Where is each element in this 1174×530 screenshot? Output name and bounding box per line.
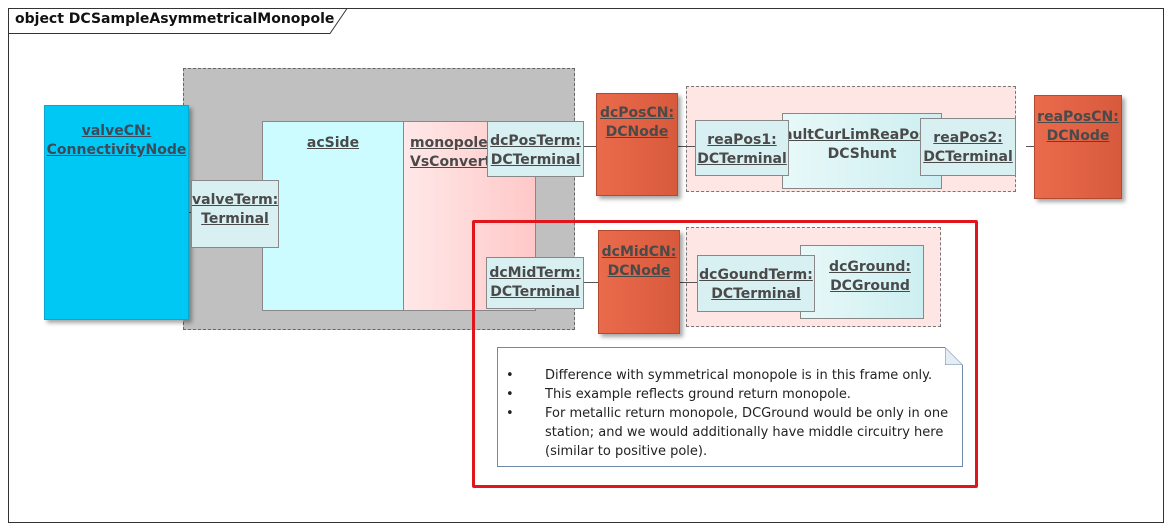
node-dcmidterm[interactable]: dcMidTerm: DCTerminal bbox=[486, 257, 584, 309]
node-valvecn-type: ConnectivityNode bbox=[46, 142, 187, 158]
node-dcposterm-type: DCTerminal bbox=[490, 152, 581, 168]
note-item: This example reflects ground return mono… bbox=[506, 385, 956, 404]
node-faultcurlimreapos-name: faultCurLimReaPos: bbox=[783, 127, 933, 143]
node-faultcurlimreapos[interactable]: faultCurLimReaPos: DCShunt bbox=[782, 113, 942, 189]
node-reapos2[interactable]: reaPos2: DCTerminal bbox=[920, 118, 1016, 176]
node-valveterm-name: valveTerm: bbox=[192, 192, 278, 208]
node-acside[interactable]: acSide bbox=[262, 121, 404, 311]
highlight-frame bbox=[472, 220, 978, 488]
node-dcposcn[interactable]: dcPosCN: DCNode bbox=[596, 93, 678, 196]
node-valveterm-type: Terminal bbox=[201, 211, 269, 227]
node-dcmidterm-name: dcMidTerm: bbox=[489, 265, 581, 281]
node-dcmidcn-type: DCNode bbox=[607, 263, 671, 279]
node-dcposterm[interactable]: dcPosTerm: DCTerminal bbox=[487, 121, 584, 177]
node-dcground-name: dcGround: bbox=[829, 259, 911, 275]
node-reapos1[interactable]: reaPos1: DCTerminal bbox=[695, 120, 789, 176]
node-dcposterm-name: dcPosTerm: bbox=[490, 133, 581, 149]
diagram-frame bbox=[8, 8, 1164, 523]
connector-dcposterm-dcposcn bbox=[584, 146, 598, 147]
node-dcgoundterm[interactable]: dcGoundTerm: DCTerminal bbox=[697, 255, 815, 312]
node-faultcurlimreapos-type: DCShunt bbox=[827, 146, 897, 162]
node-dcgoundterm-type: DCTerminal bbox=[711, 286, 801, 302]
node-acside-name: acSide bbox=[306, 135, 360, 151]
note-item: For metallic return monopole, DCGround w… bbox=[506, 404, 956, 461]
node-reapos1-type: DCTerminal bbox=[697, 151, 787, 167]
node-dcmidcn[interactable]: dcMidCN: DCNode bbox=[598, 230, 680, 334]
node-valvecn-name: valveCN: bbox=[81, 123, 152, 139]
node-reapos2-type: DCTerminal bbox=[923, 149, 1013, 165]
node-reapos2-name: reaPos2: bbox=[933, 130, 1003, 146]
node-valvecn[interactable]: valveCN: ConnectivityNode bbox=[44, 105, 189, 320]
node-dcground-type: DCGround bbox=[830, 278, 910, 294]
node-reapos1-name: reaPos1: bbox=[707, 132, 777, 148]
note-folded-corner bbox=[945, 347, 963, 365]
node-reaposcn-type: DCNode bbox=[1046, 128, 1110, 144]
diagram-title: object DCSampleAsymmetricalMonopole bbox=[15, 11, 335, 27]
node-dcmidcn-name: dcMidCN: bbox=[601, 244, 677, 260]
connector-dcposcn-reapos1 bbox=[678, 146, 698, 147]
node-dcmidterm-type: DCTerminal bbox=[490, 284, 580, 300]
frame-title-tab: object DCSampleAsymmetricalMonopole bbox=[8, 8, 348, 34]
connector-dcmidterm-dcmidcn bbox=[584, 282, 600, 283]
node-valveterm[interactable]: valveTerm: Terminal bbox=[191, 180, 279, 248]
node-reaposcn-name: reaPosCN: bbox=[1037, 109, 1119, 125]
note-item: Difference with symmetrical monopole is … bbox=[506, 366, 956, 385]
connector-reapos2-reaposcn bbox=[1026, 146, 1036, 147]
node-dcgoundterm-name: dcGoundTerm: bbox=[699, 267, 813, 283]
node-reaposcn[interactable]: reaPosCN: DCNode bbox=[1034, 95, 1122, 199]
node-dcground[interactable]: dcGround: DCGround bbox=[800, 245, 924, 319]
node-monopole-name: monopole: bbox=[410, 135, 494, 151]
frame-tab-outline bbox=[8, 8, 348, 34]
node-dcposcn-name: dcPosCN: bbox=[599, 105, 675, 121]
note[interactable]: Difference with symmetrical monopole is … bbox=[497, 347, 963, 467]
note-list: Difference with symmetrical monopole is … bbox=[506, 366, 956, 461]
connector-dcmidcn-dcgoundterm bbox=[680, 282, 698, 283]
node-dcposcn-type: DCNode bbox=[605, 124, 669, 140]
node-monopole-type: VsConverter bbox=[410, 154, 508, 170]
